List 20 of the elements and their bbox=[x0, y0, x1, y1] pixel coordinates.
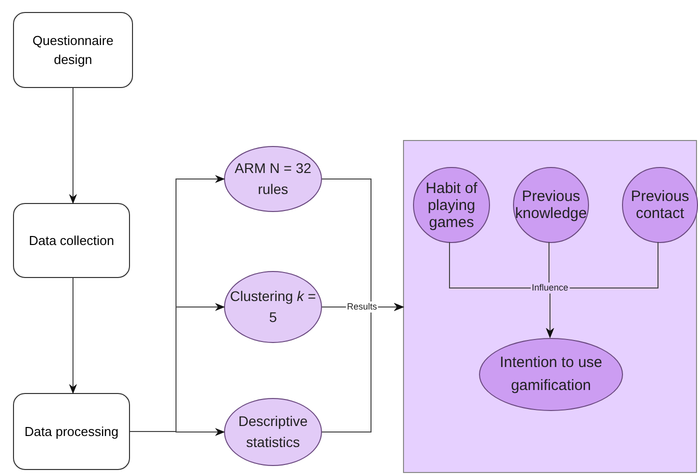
edge-label: Influence bbox=[530, 282, 570, 294]
node-label: Habit of playing games bbox=[424, 180, 478, 230]
process-box bbox=[13, 393, 130, 470]
process-box bbox=[13, 203, 130, 278]
connector-arrow bbox=[322, 303, 404, 432]
process-box bbox=[13, 12, 133, 88]
node-label: Previous knowledge bbox=[514, 188, 588, 222]
node-label: Data processing bbox=[24, 422, 120, 441]
node-label: Data collection bbox=[28, 232, 116, 250]
results-panel bbox=[403, 140, 697, 473]
node-label: Questionnaire design bbox=[32, 32, 114, 69]
node-label: Intention to use gamification bbox=[498, 353, 604, 396]
connector-arrow bbox=[69, 278, 77, 394]
node-label: Clustering k = 5 bbox=[229, 287, 317, 327]
connector-arrow bbox=[69, 88, 77, 204]
connector-arrow bbox=[546, 242, 658, 338]
edge-label: Results bbox=[346, 302, 378, 312]
node-label: ARM N = 32 rules bbox=[234, 159, 312, 199]
node-label: Previous contact bbox=[630, 188, 690, 222]
node-label: Descriptive statistics bbox=[237, 412, 309, 452]
